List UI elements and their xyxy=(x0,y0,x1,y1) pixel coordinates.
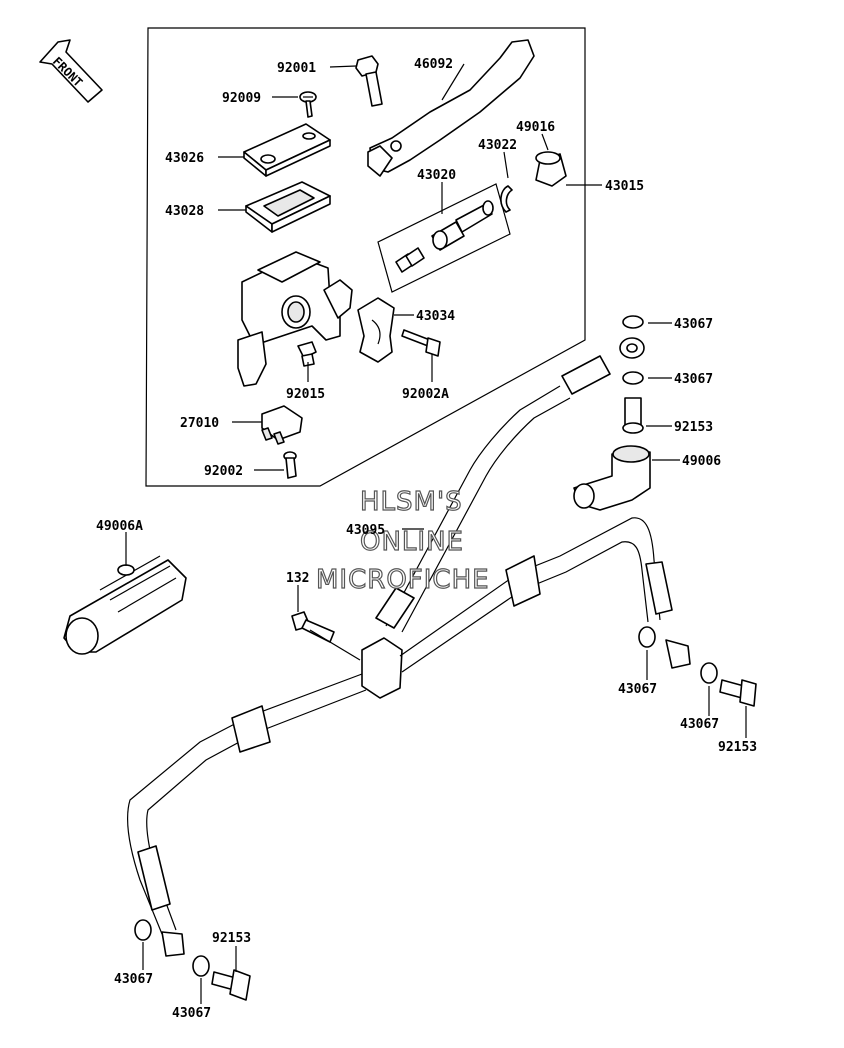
label-92009: 92009 xyxy=(222,91,261,106)
pivot-bolt-92001 xyxy=(355,55,383,107)
dust-boot-49016 xyxy=(535,151,567,187)
watermark-line-1: HLSM'S xyxy=(360,487,463,517)
label-43067-f: 43067 xyxy=(172,1006,211,1021)
label-43028: 43028 xyxy=(165,204,204,219)
washer-43067-c xyxy=(638,626,656,648)
joint-block xyxy=(291,611,403,699)
brake-switch-27010 xyxy=(261,405,303,445)
circlip-43022 xyxy=(500,185,513,213)
holder-43034 xyxy=(357,297,395,363)
label-27010: 27010 xyxy=(180,416,219,431)
washer-43067-f xyxy=(192,955,210,977)
label-43095: 43095 xyxy=(346,523,385,538)
label-43020: 43020 xyxy=(417,168,456,183)
banjo-bolt-92153-c xyxy=(211,969,251,1001)
screw-92009 xyxy=(299,91,317,118)
label-43034: 43034 xyxy=(416,309,455,324)
label-92002: 92002 xyxy=(204,464,243,479)
label-92015: 92015 xyxy=(286,387,325,402)
washer-43067-b xyxy=(622,371,644,385)
label-132: 132 xyxy=(286,571,309,586)
brake-hose-43095 xyxy=(375,337,645,633)
leader-lines xyxy=(125,63,747,1004)
watermark: HLSM'S ONLINE MICROFICHE xyxy=(315,486,490,595)
label-43067-e: 43067 xyxy=(114,972,153,987)
label-43067-d: 43067 xyxy=(680,717,719,732)
label-49016: 49016 xyxy=(516,120,555,135)
diaphragm-43028 xyxy=(245,181,331,233)
label-43067-a: 43067 xyxy=(674,317,713,332)
label-92001: 92001 xyxy=(277,61,316,76)
screw-92002 xyxy=(283,451,297,479)
label-43067-c: 43067 xyxy=(618,682,657,697)
bolt-92002A xyxy=(401,329,441,357)
bolt-92015 xyxy=(297,341,317,367)
label-92002A: 92002A xyxy=(402,387,449,402)
label-92153-a: 92153 xyxy=(674,420,713,435)
label-46092: 46092 xyxy=(414,57,453,72)
label-49006A: 49006A xyxy=(96,519,143,534)
label-43015: 43015 xyxy=(605,179,644,194)
label-49006: 49006 xyxy=(682,454,721,469)
part-labels: 92001 46092 92009 49016 43022 43026 4302… xyxy=(96,57,757,1021)
label-43026: 43026 xyxy=(165,151,204,166)
cap-49006 xyxy=(573,445,651,511)
banjo-bolt-92153-b xyxy=(719,679,757,707)
washer-43067-a xyxy=(622,315,644,329)
label-43022: 43022 xyxy=(478,138,517,153)
washer-43067-e xyxy=(134,919,152,941)
piston-kit-43020 xyxy=(377,183,511,293)
banjo-bolt-92153-a xyxy=(622,397,644,434)
watermark-line-2: ONLINE xyxy=(360,527,464,557)
master-cylinder-body xyxy=(237,251,353,387)
label-43067-b: 43067 xyxy=(674,372,713,387)
watermark-line-3: MICROFICHE xyxy=(316,565,490,595)
brake-lever-46092 xyxy=(367,39,535,177)
reservoir-cap-43026 xyxy=(243,123,331,177)
brake-hose-right xyxy=(399,517,691,673)
front-arrow-icon: FRONT xyxy=(39,39,103,103)
cap-49006A xyxy=(63,555,187,655)
washer-43067-d xyxy=(700,662,718,684)
assembly-frame-43015 xyxy=(145,27,586,487)
label-92153-b: 92153 xyxy=(718,740,757,755)
brake-hose-left xyxy=(127,673,367,957)
label-92153-c: 92153 xyxy=(212,931,251,946)
